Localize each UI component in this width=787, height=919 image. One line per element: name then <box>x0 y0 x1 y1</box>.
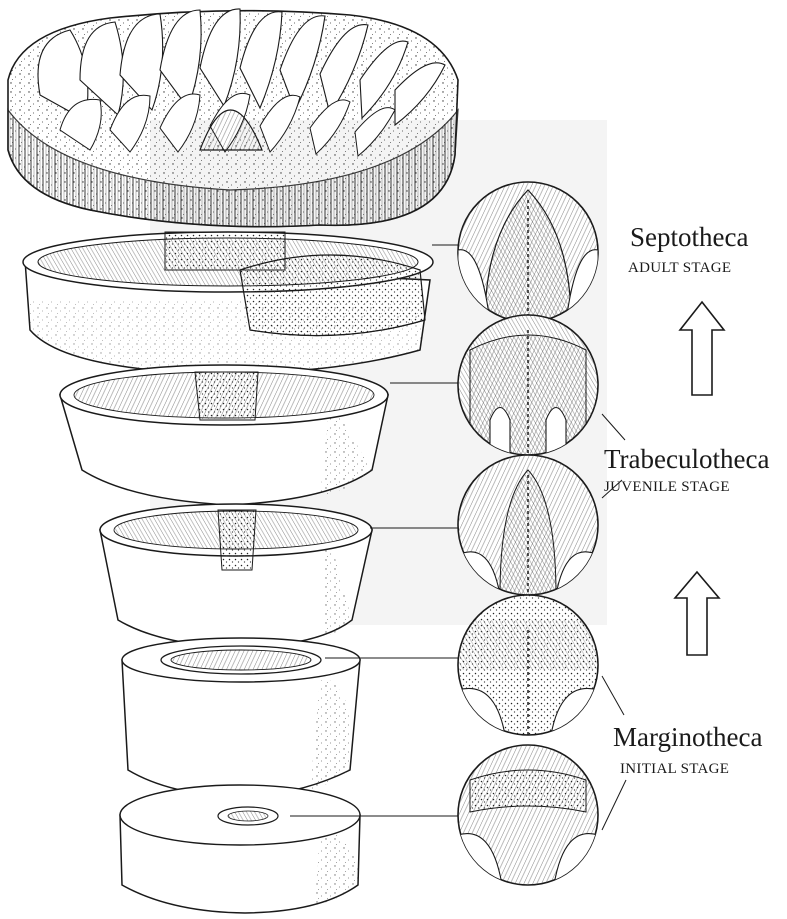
up-arrow-icon <box>680 302 724 395</box>
stage-title-marginotheca: Marginotheca <box>613 722 762 752</box>
initial-section-slice-base <box>120 785 360 913</box>
juvenile-section-slice-upper <box>60 365 388 505</box>
stage-title-septotheca: Septotheca <box>630 222 748 252</box>
magnified-detail-marginotheca-lower <box>458 745 598 885</box>
magnified-detail-septotheca <box>458 182 598 322</box>
stage-subtitle-adult: ADULT STAGE <box>628 259 731 277</box>
adult-calice-crown <box>8 9 458 227</box>
initial-section-slice-upper <box>122 638 360 797</box>
juvenile-section-slice-lower <box>100 504 372 648</box>
magnified-detail-trabeculotheca-lower <box>458 455 598 595</box>
adult-section-slice <box>23 232 433 373</box>
up-arrow-icon <box>675 572 719 655</box>
stage-subtitle-initial: INITIAL STAGE <box>620 760 729 778</box>
stage-title-trabeculotheca: Trabeculotheca <box>604 444 769 474</box>
magnified-detail-marginotheca-upper <box>458 595 598 735</box>
magnified-detail-trabeculotheca-upper <box>458 315 598 455</box>
stage-subtitle-juvenile: JUVENILE STAGE <box>604 478 730 496</box>
